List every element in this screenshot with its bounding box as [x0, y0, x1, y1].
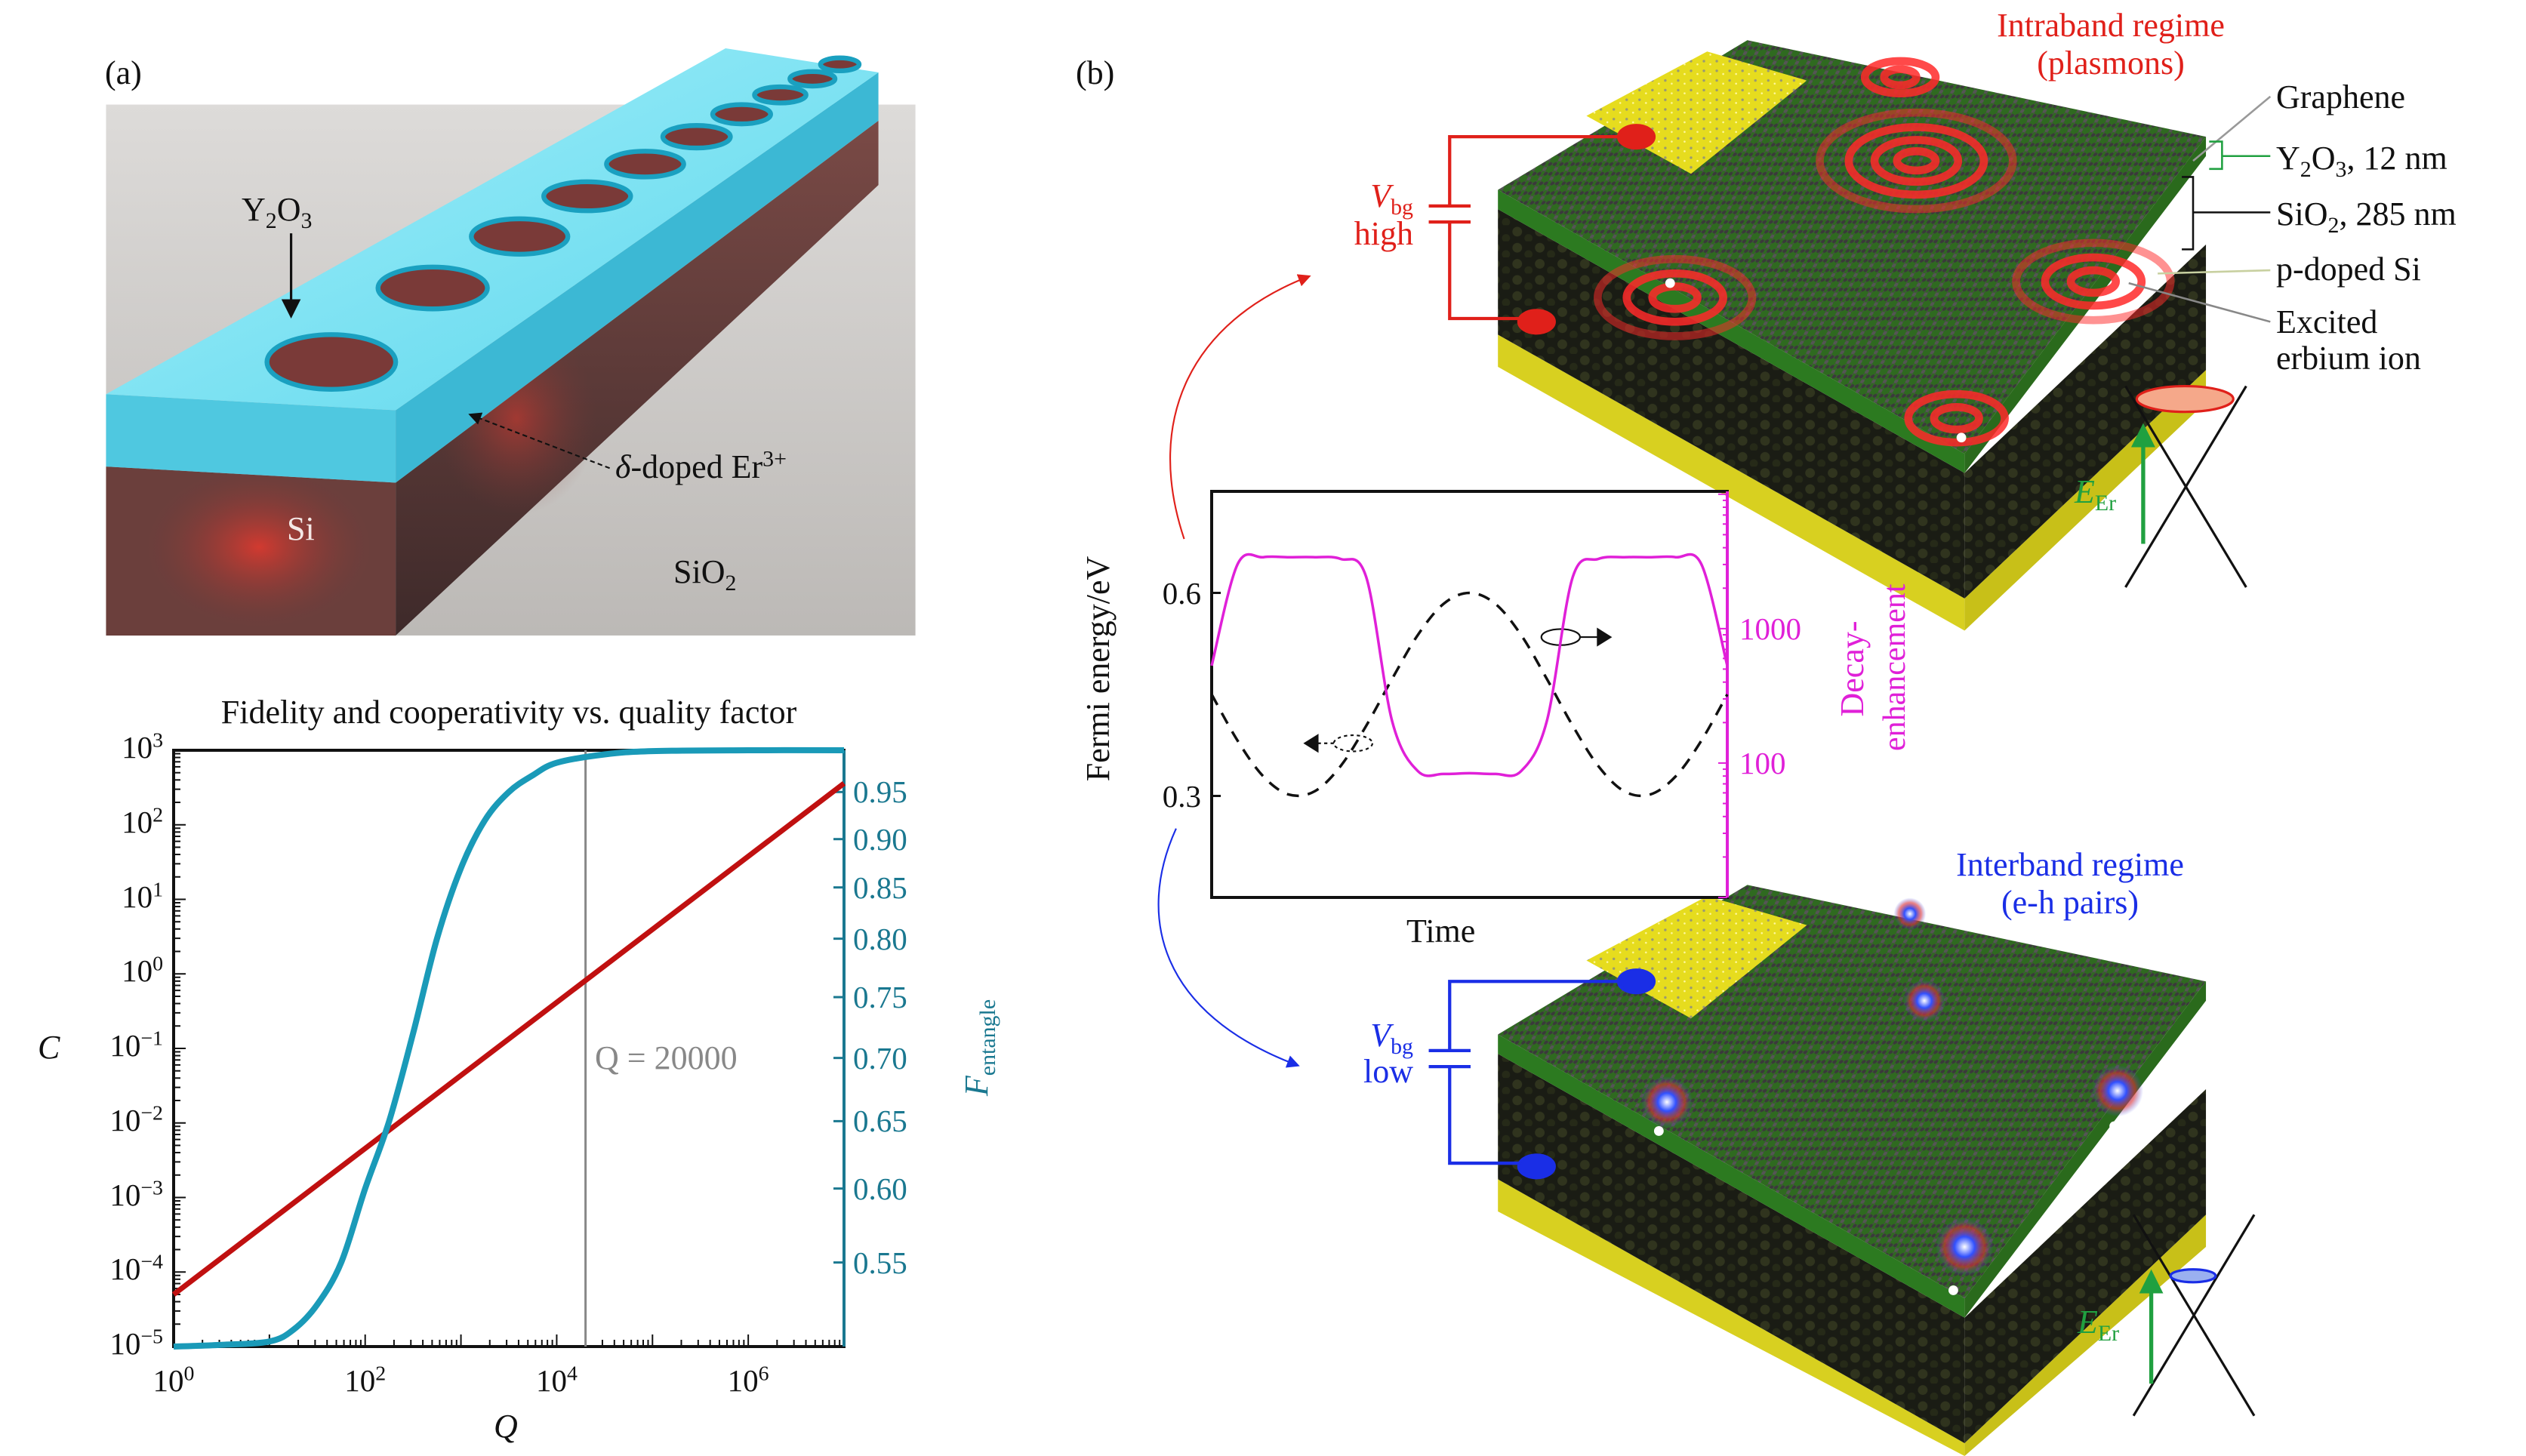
- x-tick-label: 104: [535, 1362, 578, 1398]
- fermi-energy-line: [1210, 591, 1729, 798]
- si-label: Si: [287, 510, 315, 547]
- plasmon-ripples: [1594, 57, 2175, 447]
- intraband-title: Intraband regime: [1997, 7, 2225, 44]
- vbg-high-level: high: [1354, 215, 1413, 252]
- layer-leaders: [2128, 95, 2272, 323]
- psi-layer-label: p-doped Si: [2276, 251, 2421, 288]
- y-tick-label: 100: [122, 952, 163, 989]
- chart-title: Fidelity and cooperativity vs. quality f…: [220, 694, 797, 731]
- series-F-line: [173, 746, 845, 1350]
- inset-y-tick-label: 0.6: [1162, 575, 1201, 611]
- decay-enhancement-line: [1210, 553, 1729, 777]
- graphene-label: Graphene: [2276, 78, 2406, 115]
- x-axis-label: Q: [494, 1408, 518, 1445]
- y2o3-label: Y2O3: [242, 191, 313, 233]
- interband-title: Interband regime: [1956, 846, 2184, 883]
- y-tick-label: 102: [122, 803, 163, 839]
- x-tick-label: 102: [344, 1362, 387, 1398]
- x-tick-label: 106: [727, 1362, 769, 1398]
- chart1-frame: [172, 749, 846, 1348]
- y-axis-label: C: [38, 1029, 60, 1066]
- device-low: [1498, 885, 2207, 1456]
- time-axis-label: Time: [1406, 913, 1476, 950]
- y2-axis-label: Fentangle: [958, 999, 1000, 1097]
- y-tick-label: 10−2: [109, 1101, 163, 1137]
- sio2-label: SiO2: [673, 553, 737, 596]
- inset-y-tick-label: 0.3: [1162, 778, 1201, 814]
- y-tick-label: 10−3: [109, 1175, 163, 1212]
- sio2-layer-label: SiO2, 285 nm: [2276, 195, 2457, 238]
- y-tick-label: 103: [122, 728, 163, 765]
- y2-tick-label: 0.95: [853, 774, 907, 810]
- photonic-holes: [264, 55, 862, 392]
- y2-tick-label: 0.60: [853, 1171, 907, 1206]
- y2-tick-label: 0.65: [853, 1104, 907, 1139]
- y-tick-label: 10−1: [109, 1027, 163, 1063]
- y2-tick-label: 0.80: [853, 921, 907, 956]
- y2-tick-label: 0.90: [853, 821, 907, 857]
- vbg-low-level: low: [1363, 1053, 1413, 1090]
- inset-y2-tick-label: 1000: [1739, 611, 1801, 646]
- y-tick-label: 10−5: [109, 1325, 163, 1361]
- inset-frame: [1210, 490, 1729, 899]
- device-high: [1498, 40, 2207, 631]
- waveguide-render: [106, 48, 916, 636]
- erbium-label-2: erbium ion: [2276, 340, 2421, 377]
- arrow-to-low: [1157, 828, 1300, 1068]
- y2-tick-label: 0.70: [853, 1040, 907, 1076]
- intraband-subtitle: (plasmons): [2037, 45, 2185, 82]
- vbg-high-label: Vbg: [1370, 177, 1413, 220]
- y2-tick-label: 0.75: [853, 980, 907, 1015]
- circuit-low: [1428, 968, 1656, 1180]
- y-tick-label: 10−4: [109, 1250, 163, 1287]
- y2o3-layer-label: Y2O3, 12 nm: [2276, 140, 2447, 182]
- y2-tick-label: 0.85: [853, 870, 907, 905]
- decay-axis-label-2: enhancement: [1878, 583, 1912, 751]
- q-annotation: Q = 20000: [595, 1039, 738, 1076]
- eh-pair-spots: [1640, 897, 2143, 1276]
- vbg-low-label: Vbg: [1370, 1017, 1413, 1059]
- erbium-label-1: Excited: [2276, 303, 2378, 340]
- y-tick-label: 101: [122, 877, 163, 914]
- interband-subtitle: (e-h pairs): [2001, 884, 2139, 921]
- y2-tick-label: 0.55: [853, 1245, 907, 1280]
- er-doped-label: δ-doped Er3+: [615, 446, 787, 485]
- eer-label-low: EEr: [2078, 1304, 2120, 1346]
- panel-a-label: (a): [105, 54, 142, 91]
- panel-b-label: (b): [1076, 54, 1115, 91]
- inset-y2-tick-label: 100: [1739, 745, 1786, 780]
- cone-low: [2132, 1214, 2256, 1417]
- decay-axis-label-1: Decay-: [1834, 620, 1871, 717]
- cone-high: [2124, 384, 2247, 588]
- arrow-to-high: [1169, 274, 1311, 540]
- circuit-high: [1428, 124, 1656, 335]
- series-C-line: [171, 781, 846, 1297]
- eer-label-high: EEr: [2075, 473, 2117, 516]
- x-tick-label: 100: [152, 1362, 195, 1398]
